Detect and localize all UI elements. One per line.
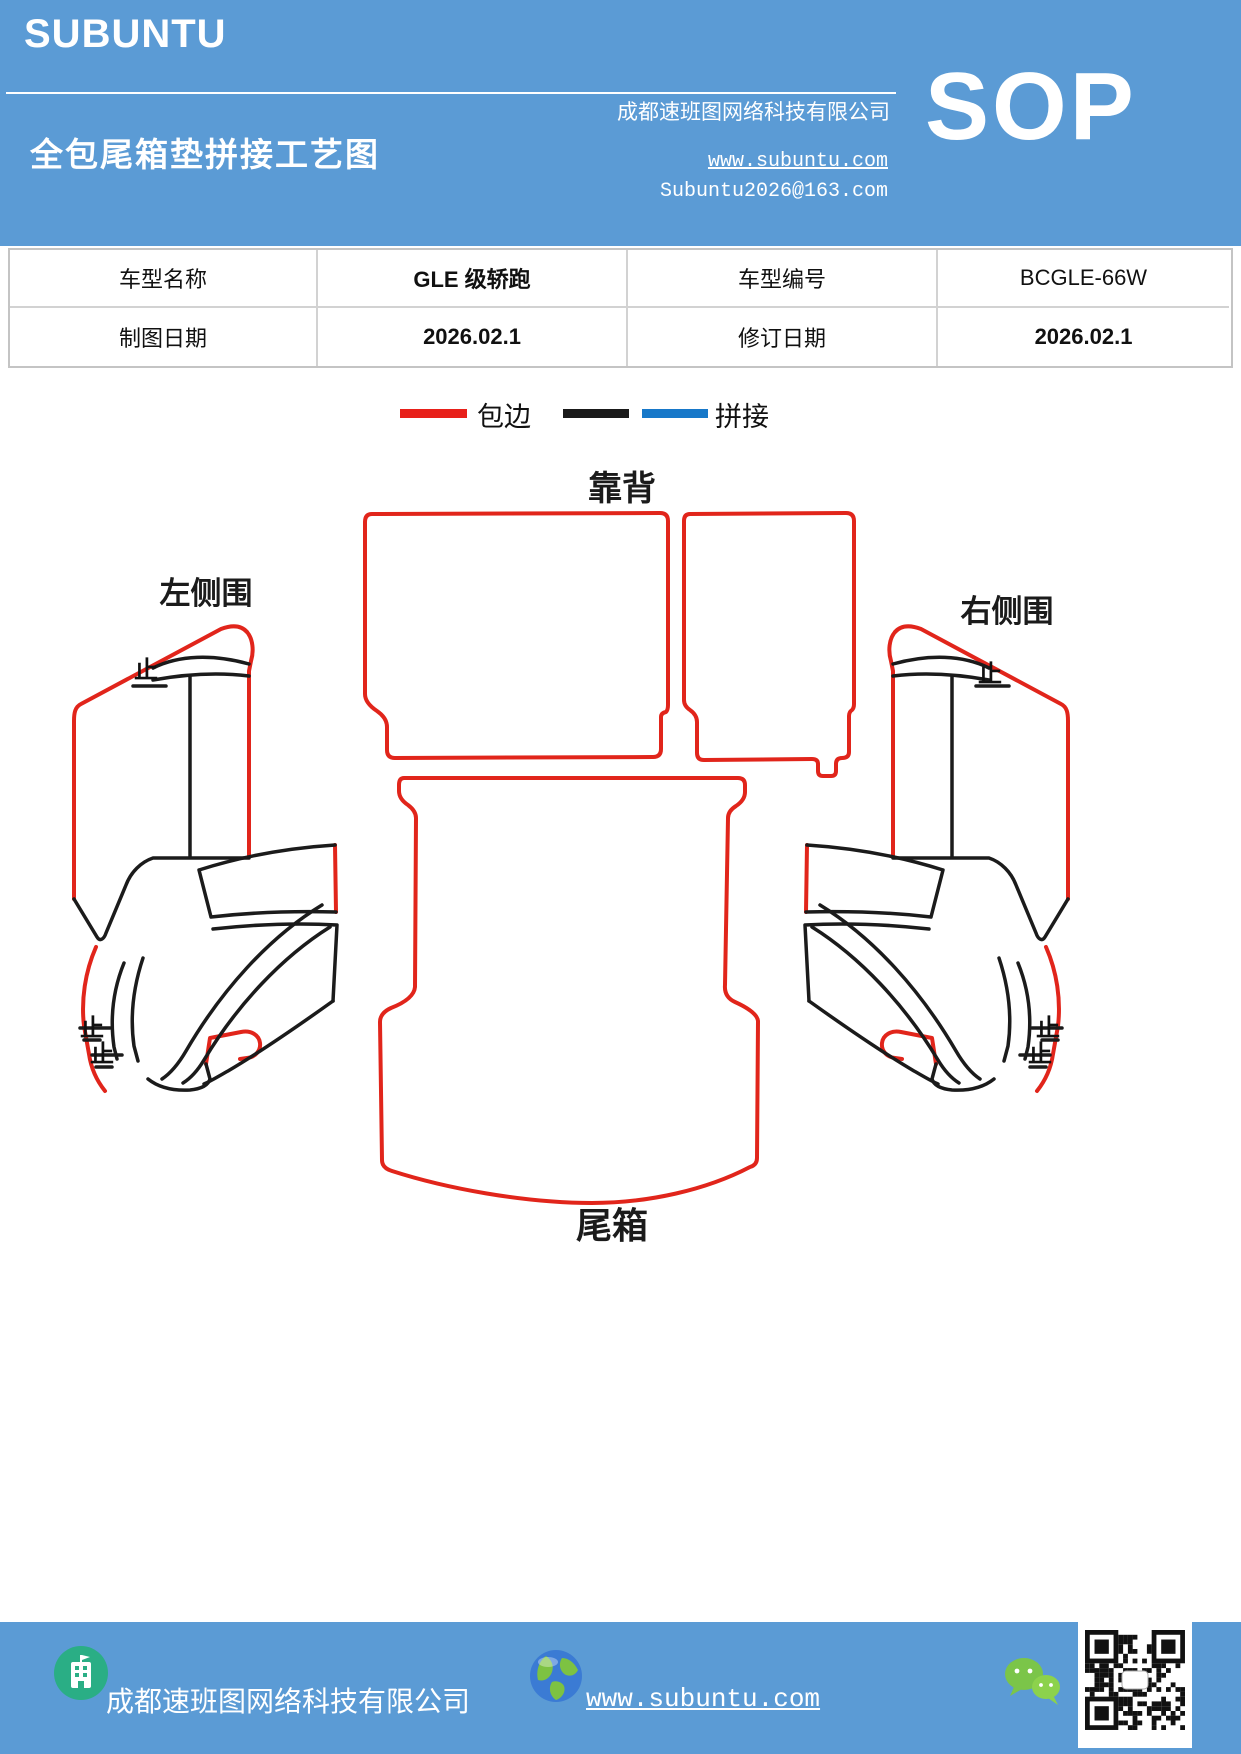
revision-date-value: 2026.02.1	[1034, 324, 1133, 349]
footer-website-link[interactable]: www.subuntu.com	[586, 1684, 821, 1714]
model-code-value: BCGLE-66W	[938, 250, 1229, 308]
stop-mark: 止	[80, 1015, 104, 1042]
header-divider	[6, 92, 896, 94]
right-side-label: 右侧围	[961, 594, 1054, 629]
header-email: Subuntu2026@163.com	[659, 180, 888, 203]
edge-line-sample	[400, 409, 467, 418]
brand-logo: SUBUNTU	[24, 12, 227, 56]
draw-date-value: 2026.02.1	[318, 308, 628, 366]
stop-mark: 止	[978, 661, 1002, 688]
stop-mark: 止	[134, 657, 158, 684]
wechat-icon	[1005, 1658, 1060, 1705]
header-website-link[interactable]: www.subuntu.com	[707, 150, 888, 173]
header-company-name: 成都速班图网络科技有限公司	[617, 100, 890, 124]
footer-banner: 成都速班图网络科技有限公司 www.subuntu.com	[0, 1622, 1241, 1754]
stop-mark: 止	[1028, 1041, 1052, 1068]
vehicle-info-table: 车型名称 GLE 级轿跑 车型编号 BCGLE-66W 制图日期 2026.02…	[8, 248, 1233, 368]
globe-icon	[530, 1650, 582, 1702]
model-name-value: GLE 级轿跑	[318, 250, 628, 308]
building-icon	[54, 1646, 108, 1700]
qr-code-pattern	[1085, 1630, 1185, 1730]
splice-line-sample-black	[563, 409, 629, 418]
footer-company-name: 成都速班图网络科技有限公司	[106, 1687, 471, 1718]
line-legend: 包边 拼接	[0, 393, 1241, 435]
stop-mark: 止	[1036, 1015, 1060, 1042]
splice-line-sample-blue	[642, 409, 708, 418]
edge-legend-label: 包边	[477, 402, 531, 432]
backrest-piece-right-outline	[682, 511, 856, 778]
model-code-label: 车型编号	[628, 250, 938, 308]
header-banner: SUBUNTU 全包尾箱垫拼接工艺图 成都速班图网络科技有限公司 www.sub…	[0, 0, 1241, 246]
draw-date-label: 制图日期	[10, 308, 318, 366]
model-name-label: 车型名称	[10, 250, 318, 308]
left-side-label: 左侧围	[160, 576, 253, 611]
side-piece-cluster-right	[803, 624, 1070, 1093]
revision-date-label: 修订日期	[628, 308, 938, 366]
page-title: 全包尾箱垫拼接工艺图	[30, 138, 380, 174]
backrest-label: 靠背	[588, 470, 656, 508]
splice-legend-label: 拼接	[715, 402, 769, 432]
qr-code	[1078, 1612, 1192, 1748]
trunk-label: 尾箱	[576, 1206, 648, 1246]
side-piece-cluster	[72, 624, 339, 1093]
trunk-piece-outline	[378, 776, 760, 1205]
backrest-piece-left-outline	[363, 511, 670, 760]
stop-mark: 止	[90, 1041, 114, 1068]
sop-badge: SOP	[925, 53, 1137, 160]
